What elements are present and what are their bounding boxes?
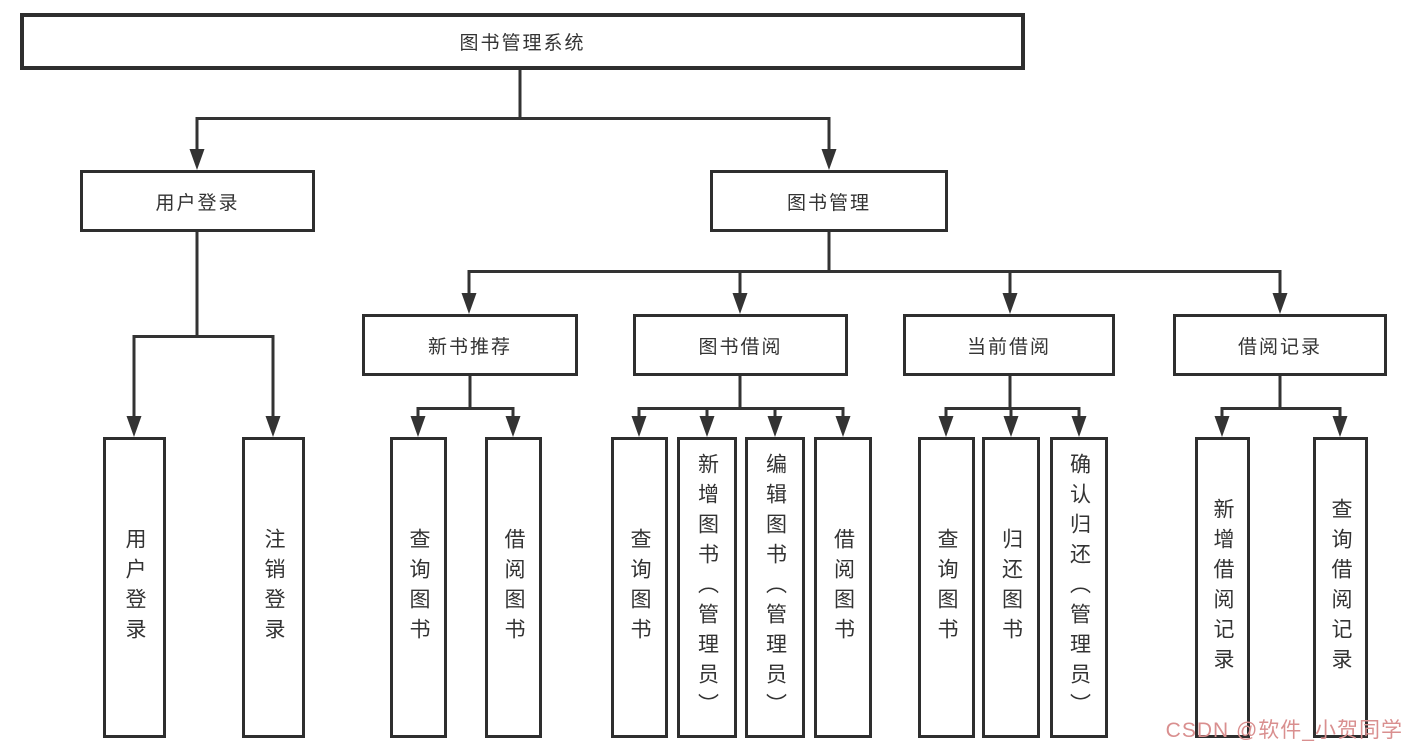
node-library-management-system: 图书管理系统 xyxy=(20,13,1025,70)
leaf-edit-books-admin: 编辑图书（管理员） xyxy=(745,437,805,738)
leaf-label: 归还图书 xyxy=(999,527,1023,648)
leaf-return-books: 归还图书 xyxy=(982,437,1040,738)
leaf-label: 查询借阅记录 xyxy=(1329,497,1352,678)
leaf-label: 编辑图书（管理员） xyxy=(763,452,787,723)
node-borrowing-records: 借阅记录 xyxy=(1173,314,1387,376)
leaf-label: 查询图书 xyxy=(628,527,651,648)
leaf-query-borrow-record: 查询借阅记录 xyxy=(1313,437,1368,738)
node-new-book-recommendation: 新书推荐 xyxy=(362,314,578,376)
leaf-query-books-recommend: 查询图书 xyxy=(390,437,447,738)
leaf-label: 确认归还（管理员） xyxy=(1067,452,1091,723)
node-book-management: 图书管理 xyxy=(710,170,948,232)
node-current-borrowing: 当前借阅 xyxy=(903,314,1115,376)
leaf-query-books-current: 查询图书 xyxy=(918,437,975,738)
node-user-login: 用户登录 xyxy=(80,170,315,232)
leaf-logout: 注销登录 xyxy=(242,437,305,738)
leaf-label: 新增借阅记录 xyxy=(1211,497,1234,678)
node-book-borrowing: 图书借阅 xyxy=(633,314,848,376)
csdn-watermark: CSDN @软件_小贺同学 xyxy=(1165,719,1403,742)
leaf-label: 查询图书 xyxy=(407,527,430,648)
leaf-borrow-books-recommend: 借阅图书 xyxy=(485,437,542,738)
leaf-confirm-return-admin: 确认归还（管理员） xyxy=(1050,437,1108,738)
leaf-label: 新增图书（管理员） xyxy=(695,452,719,723)
leaf-label: 用户登录 xyxy=(123,527,146,648)
leaf-query-books-borrowing: 查询图书 xyxy=(611,437,668,738)
leaf-user-login: 用户登录 xyxy=(103,437,166,738)
leaf-label: 注销登录 xyxy=(262,527,285,648)
leaf-add-borrow-record: 新增借阅记录 xyxy=(1195,437,1250,738)
leaf-add-books-admin: 新增图书（管理员） xyxy=(677,437,737,738)
leaf-label: 借阅图书 xyxy=(502,527,525,648)
arrowheads xyxy=(126,149,1348,437)
leaf-label: 查询图书 xyxy=(935,527,958,648)
tree-edges xyxy=(132,69,1342,421)
leaf-borrow-books-borrowing: 借阅图书 xyxy=(814,437,872,738)
leaf-label: 借阅图书 xyxy=(831,527,855,648)
